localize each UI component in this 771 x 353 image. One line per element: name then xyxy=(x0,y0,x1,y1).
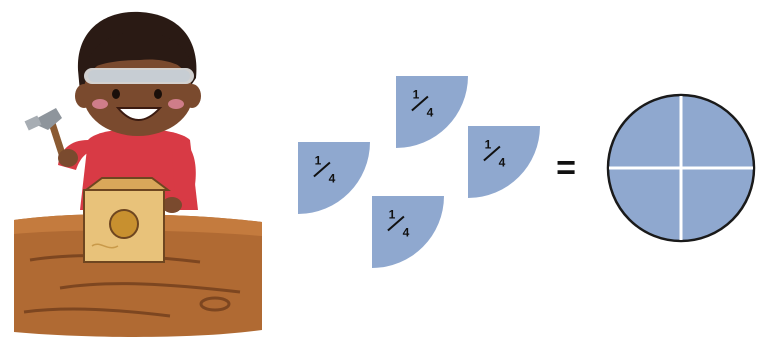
fraction-denominator: 4 xyxy=(329,171,336,185)
fraction-numerator: 1 xyxy=(389,207,396,221)
quarter-shape xyxy=(298,142,370,214)
quarter-piece-2: 14 xyxy=(396,76,468,148)
fraction-bar xyxy=(411,95,429,112)
fraction-denominator: 4 xyxy=(403,225,410,239)
fraction-numerator: 1 xyxy=(413,87,420,101)
child-carpenter-illustration xyxy=(14,11,262,337)
safety-goggles-icon xyxy=(84,68,194,84)
fraction-bar xyxy=(313,161,331,178)
quarter-shape xyxy=(396,76,468,148)
quarter-piece-4: 14 xyxy=(372,196,444,268)
quarter-piece-1: 14 xyxy=(298,142,370,214)
wooden-box-icon xyxy=(83,177,171,263)
whole-circle xyxy=(606,93,756,243)
wood-table xyxy=(14,214,262,337)
fraction-denominator: 4 xyxy=(427,105,434,119)
fraction-denominator: 4 xyxy=(499,155,506,169)
fraction-numerator: 1 xyxy=(485,137,492,151)
fraction-numerator: 1 xyxy=(315,153,322,167)
quarter-shape xyxy=(468,126,540,198)
fraction-bar xyxy=(483,145,501,162)
quarter-shape xyxy=(372,196,444,268)
right-sleeve xyxy=(172,140,196,200)
quarter-piece-3: 14 xyxy=(468,126,540,198)
equals-sign: = xyxy=(556,149,576,187)
smile xyxy=(115,107,163,121)
fraction-bar xyxy=(387,215,405,232)
